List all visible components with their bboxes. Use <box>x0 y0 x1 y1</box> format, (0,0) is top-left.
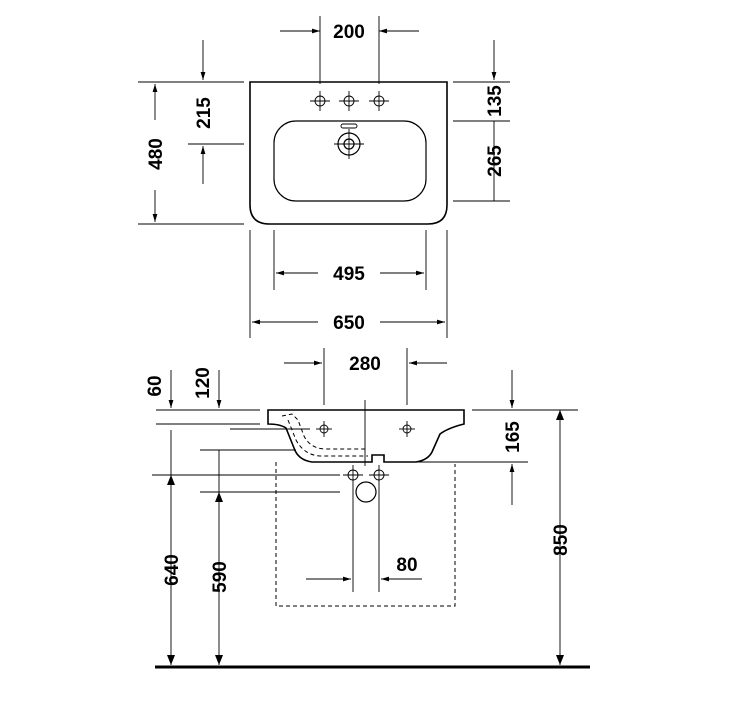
overflow-slot <box>340 123 358 129</box>
dim-590: 590 <box>200 449 340 665</box>
bowl-inner-hidden <box>281 413 368 450</box>
dim-480: 480 <box>138 81 244 225</box>
cabinet-hidden <box>275 462 456 607</box>
dim-850: 850 <box>551 410 572 665</box>
label-120: 120 <box>193 367 214 399</box>
label-850: 850 <box>551 524 572 556</box>
label-200: 200 <box>333 22 365 43</box>
label-480: 480 <box>146 138 167 170</box>
top-view: 200 480 215 135 265 <box>138 16 510 338</box>
dim-495: 495 <box>273 230 427 290</box>
dim-135-265: 135 265 <box>453 40 510 202</box>
dim-60: 60 <box>145 370 174 408</box>
label-640: 640 <box>162 554 183 586</box>
dim-650: 650 <box>249 230 448 338</box>
label-280: 280 <box>349 354 381 375</box>
overflow-channel-hidden <box>287 419 368 457</box>
bowl-outline <box>273 120 427 202</box>
side-view: 280 60 120 165 <box>145 348 590 669</box>
tap-holes <box>310 91 389 111</box>
label-590: 590 <box>210 561 231 593</box>
dim-640: 640 <box>152 430 340 665</box>
overflow-marks <box>316 421 415 437</box>
label-495: 495 <box>333 264 365 285</box>
dim-215: 215 <box>188 40 244 184</box>
dim-200: 200 <box>280 16 419 84</box>
drain-top <box>334 129 364 159</box>
dim-165: 165 <box>386 370 578 505</box>
dim-80: 80 <box>306 555 422 582</box>
label-165: 165 <box>503 421 524 453</box>
label-265: 265 <box>485 145 506 177</box>
label-215: 215 <box>194 97 215 129</box>
label-135: 135 <box>485 85 506 117</box>
dim-120: 120 <box>193 367 222 408</box>
label-650: 650 <box>333 313 365 334</box>
label-60: 60 <box>145 375 166 396</box>
dim-280: 280 <box>284 348 447 405</box>
basin-outline-side <box>267 409 465 463</box>
waste-trap <box>343 465 389 592</box>
label-80: 80 <box>396 555 417 576</box>
basin-outline-top <box>249 81 448 225</box>
